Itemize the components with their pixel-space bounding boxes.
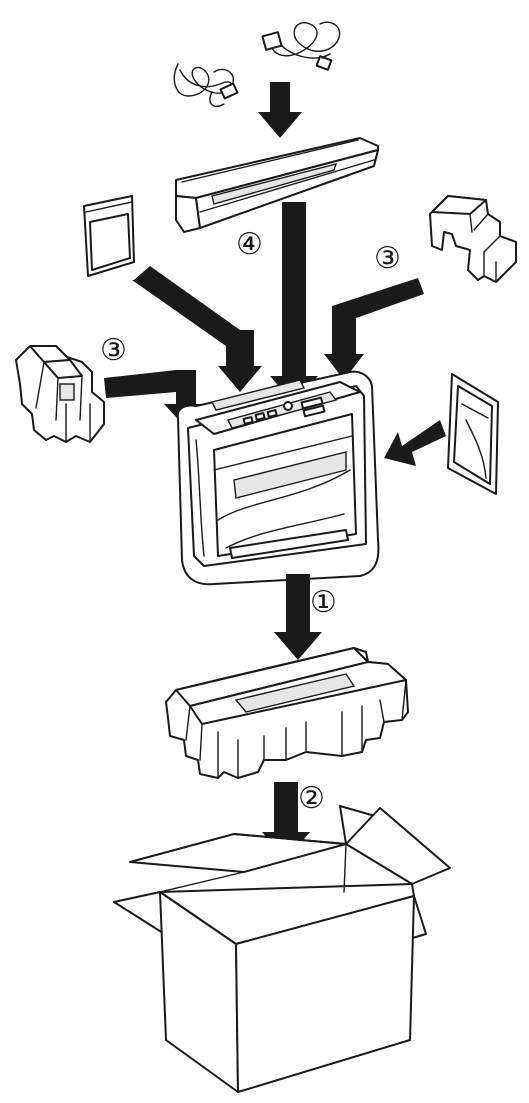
step-1-label: ① xyxy=(310,585,337,620)
printer xyxy=(178,372,379,585)
arrow-cords-to-tray xyxy=(258,82,302,138)
power-cord-right xyxy=(262,22,339,70)
bottom-foam-tray xyxy=(166,648,408,778)
arrow-step-4 xyxy=(270,202,318,404)
foam-block-left xyxy=(16,346,104,442)
step-3-left-label: ③ xyxy=(100,333,127,368)
arrow-manual-sheet xyxy=(384,420,446,466)
step-3-right-label: ③ xyxy=(374,241,401,276)
carton-box xyxy=(114,806,450,1092)
manual-sheet xyxy=(448,374,498,494)
arrow-foam-right xyxy=(324,278,424,380)
top-tray xyxy=(176,138,378,232)
power-cord-left xyxy=(174,64,237,106)
foam-block-right xyxy=(430,196,516,282)
document-bag xyxy=(84,196,134,276)
step-4-label: ④ xyxy=(236,227,263,262)
step-2-label: ② xyxy=(298,781,325,816)
